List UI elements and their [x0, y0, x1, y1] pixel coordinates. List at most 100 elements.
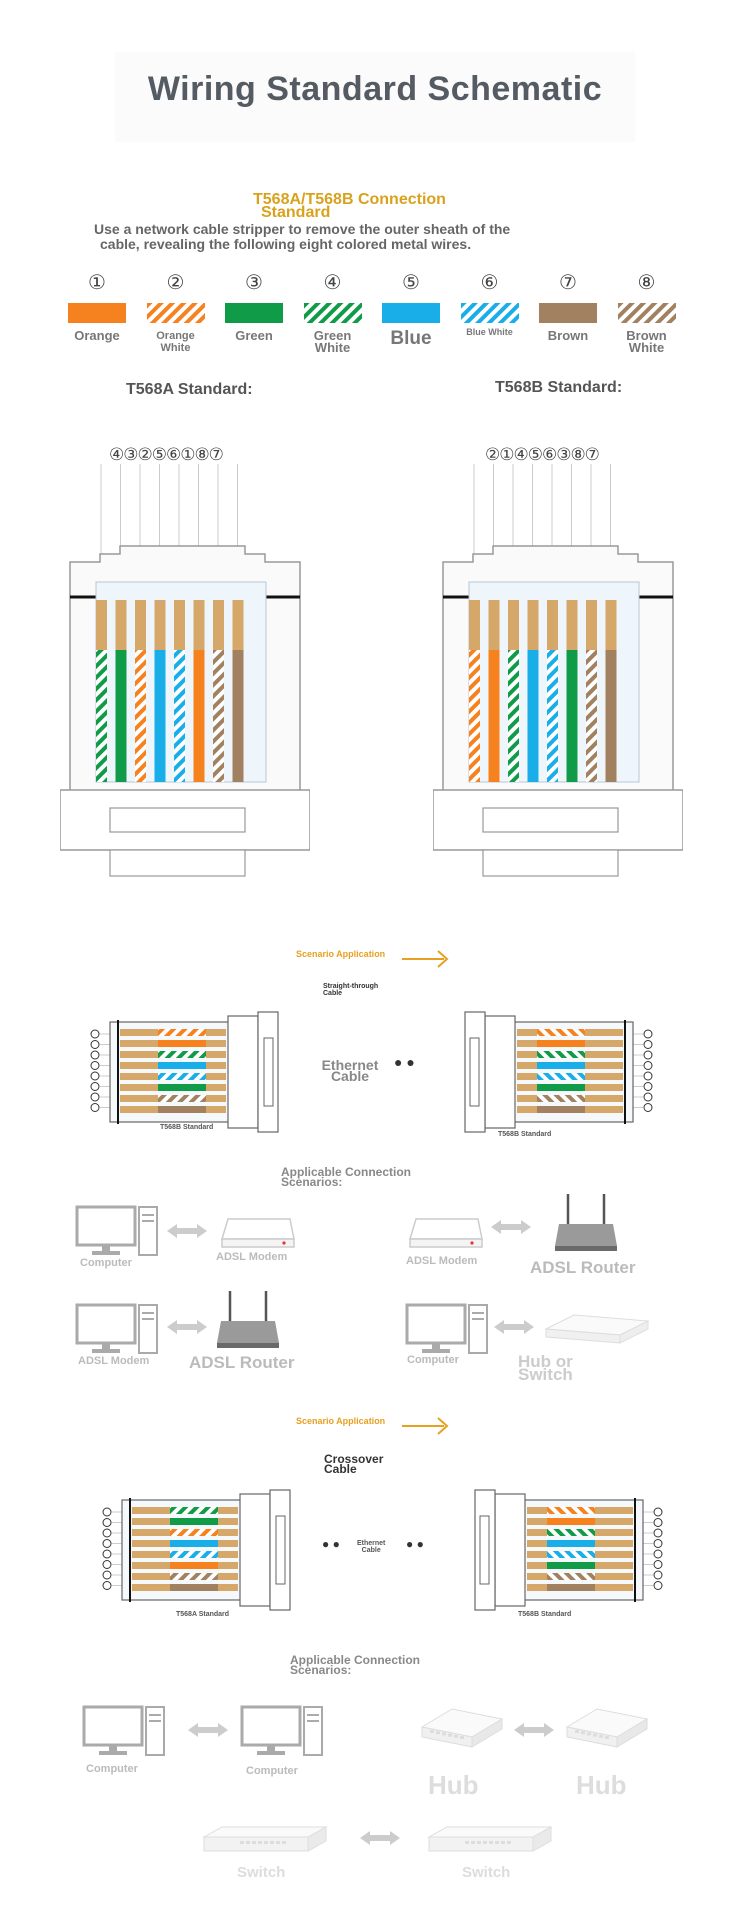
wire-strand — [537, 1095, 585, 1102]
wire-color-label: Brown — [547, 328, 589, 343]
device-switch-label: Switch — [237, 1864, 286, 1881]
pin-number-marker — [643, 1050, 653, 1060]
scenario2-right-standard: T568B Standard — [518, 1611, 572, 1618]
wire-color-swatch — [460, 303, 519, 323]
wire-strand — [232, 650, 244, 782]
wire-strand — [158, 1084, 206, 1091]
wire-strand — [158, 1106, 206, 1113]
gold-contact — [595, 1551, 633, 1558]
gold-contact — [120, 1073, 158, 1080]
gold-contact — [193, 600, 205, 650]
scenario1-left-standard: T568B Standard — [160, 1124, 214, 1131]
gold-contact — [115, 600, 127, 650]
arrow-right-icon — [402, 950, 449, 968]
scenario1-right-plug — [464, 1011, 653, 1133]
hub-icon — [420, 1708, 504, 1748]
gold-contact — [585, 1040, 623, 1047]
gold-contact — [508, 600, 519, 650]
gold-contact — [605, 600, 617, 650]
wire-strand — [547, 1507, 595, 1514]
hub-icon — [565, 1708, 649, 1748]
gold-contact — [135, 600, 146, 650]
gold-contact — [120, 1040, 158, 1047]
device-adsl-modem-label: ADSL Modem — [216, 1251, 288, 1263]
wire-color-swatch — [617, 303, 676, 323]
pin-number-marker — [90, 1103, 100, 1112]
wire-strand — [193, 650, 205, 782]
wire-number: ⑧ — [637, 270, 656, 294]
scenario1-cable-type: Straight-through Cable — [323, 983, 379, 997]
scenario1-label: Scenario Application — [296, 949, 386, 959]
wire-strand — [174, 650, 185, 782]
gold-contact — [232, 600, 244, 650]
gold-contact — [586, 600, 597, 650]
pin-number-marker — [102, 1581, 112, 1590]
computer-icon — [405, 1303, 488, 1354]
pin-number-marker — [643, 1071, 653, 1081]
wire-color-swatch — [382, 303, 440, 323]
gold-contact — [585, 1051, 623, 1058]
gold-contact — [120, 1095, 158, 1102]
gold-contact — [154, 600, 166, 650]
wire-strand — [547, 1518, 595, 1525]
gold-contact — [585, 1029, 623, 1036]
wire-color-label: Orange White — [156, 330, 195, 354]
scenario1-right-standard: T568B Standard — [498, 1131, 552, 1138]
wire-strand — [170, 1584, 218, 1591]
wire-strand — [547, 1562, 595, 1569]
pin-number-marker — [653, 1570, 663, 1580]
intro-line2: cable, revealing the following eight col… — [100, 236, 472, 252]
pin-number-marker — [90, 1061, 100, 1070]
gold-contact — [213, 600, 224, 650]
pin-number-marker — [653, 1539, 663, 1548]
ellipsis-icon: ● ● — [394, 1054, 415, 1070]
double-arrow-icon — [167, 1320, 207, 1334]
device-hub-label: Hub — [576, 1770, 627, 1800]
computer-icon — [82, 1705, 165, 1756]
gold-contact — [132, 1584, 170, 1591]
pin-number-marker — [643, 1082, 653, 1091]
gold-contact — [585, 1106, 623, 1113]
gold-contact — [527, 600, 539, 650]
gold-contact — [132, 1529, 170, 1536]
t568b-pin-order: ②①④⑤⑥③⑧⑦ — [485, 445, 600, 465]
device-computer-label: Computer — [80, 1257, 132, 1269]
arrow-right-icon — [402, 1417, 449, 1435]
scenario2-left-standard: T568A Standard — [176, 1611, 230, 1618]
wire-strand — [605, 650, 617, 782]
wire-strand — [158, 1040, 206, 1047]
wire-strand — [537, 1106, 585, 1113]
pin-number-marker — [90, 1050, 100, 1060]
pin-number-marker — [653, 1528, 663, 1538]
gold-contact — [595, 1562, 633, 1569]
wire-strand — [170, 1540, 218, 1547]
pin-number-marker — [643, 1029, 653, 1039]
gold-contact — [566, 600, 578, 650]
gold-contact — [595, 1518, 633, 1525]
wire-strand — [170, 1507, 218, 1514]
pin-number-marker — [102, 1507, 112, 1517]
pin-number-marker — [643, 1103, 653, 1112]
wire-strand — [158, 1062, 206, 1069]
gold-contact — [595, 1529, 633, 1536]
switch-icon — [544, 1314, 650, 1344]
wire-strand — [537, 1040, 585, 1047]
computer-icon — [240, 1705, 323, 1756]
wire-strand — [547, 1540, 595, 1547]
pin-number-marker — [102, 1570, 112, 1580]
wire-strand — [547, 1584, 595, 1591]
wire-color-swatch — [146, 303, 205, 323]
double-arrow-icon — [188, 1723, 228, 1737]
wire-strand — [547, 1551, 595, 1558]
t568a-connector-diagram — [60, 464, 310, 877]
router-icon — [555, 1194, 617, 1251]
wire-strand — [547, 1529, 595, 1536]
wire-strand — [547, 1573, 595, 1580]
pin-number-marker — [643, 1092, 653, 1102]
wire-strand — [158, 1073, 206, 1080]
wire-number: ⑦ — [559, 270, 577, 294]
switch-icon — [427, 1826, 553, 1852]
wire-strand — [135, 650, 146, 782]
device-adsl-modem-label: ADSL Modem — [78, 1355, 150, 1367]
pin-number-marker — [643, 1061, 653, 1070]
